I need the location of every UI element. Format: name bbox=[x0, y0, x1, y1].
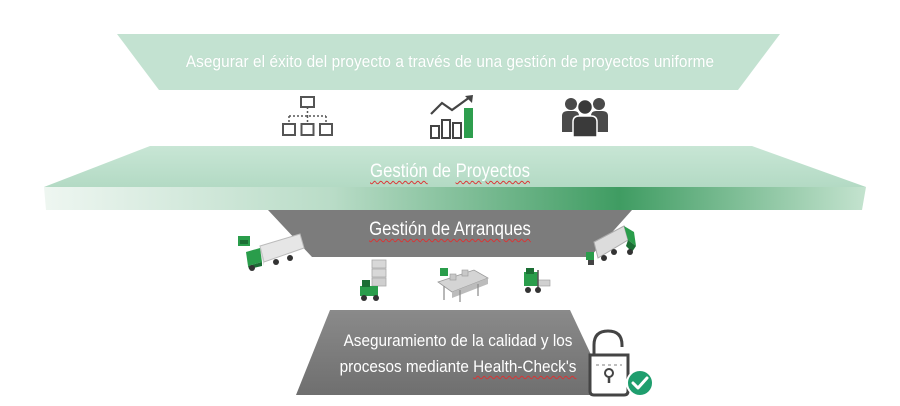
platform-edge bbox=[44, 187, 866, 210]
conveyor-line-icon bbox=[437, 268, 489, 302]
platform-label-part3: Proyectos bbox=[455, 161, 530, 182]
growth-chart-icon bbox=[430, 95, 473, 139]
platform-label-part1: Gestión bbox=[370, 161, 428, 182]
org-chart-icon bbox=[282, 96, 333, 136]
truck-right-icon bbox=[586, 225, 636, 265]
banner-title: Asegurar el éxito del proyecto a través … bbox=[185, 52, 715, 71]
truck-left-icon bbox=[238, 233, 305, 271]
lock-check-icon bbox=[588, 329, 654, 397]
bottom-text: Aseguramiento de la calidad y los proces… bbox=[332, 322, 584, 386]
bottom-line-2: procesos mediante Health-Check's bbox=[340, 354, 577, 380]
bottom-line-1: Aseguramiento de la calidad y los bbox=[343, 331, 573, 350]
funnel-label-text: Gestión de Arranques bbox=[369, 219, 531, 240]
forklift-small-icon bbox=[524, 268, 551, 293]
platform-label-part2: de bbox=[427, 161, 456, 182]
forklift-pallets-icon bbox=[360, 259, 387, 301]
platform-label: Gestión de Proyectos bbox=[318, 156, 582, 188]
funnel-shape bbox=[268, 210, 632, 257]
banner-shape bbox=[117, 34, 780, 90]
bottom-line-2-prefix: procesos mediante bbox=[339, 357, 474, 376]
bottom-line-2-highlight: Health-Check's bbox=[473, 357, 577, 376]
funnel-label: Gestión de Arranques bbox=[309, 214, 591, 246]
platform-shape bbox=[44, 146, 866, 187]
bottom-shape bbox=[296, 310, 610, 395]
team-icon bbox=[562, 98, 608, 138]
